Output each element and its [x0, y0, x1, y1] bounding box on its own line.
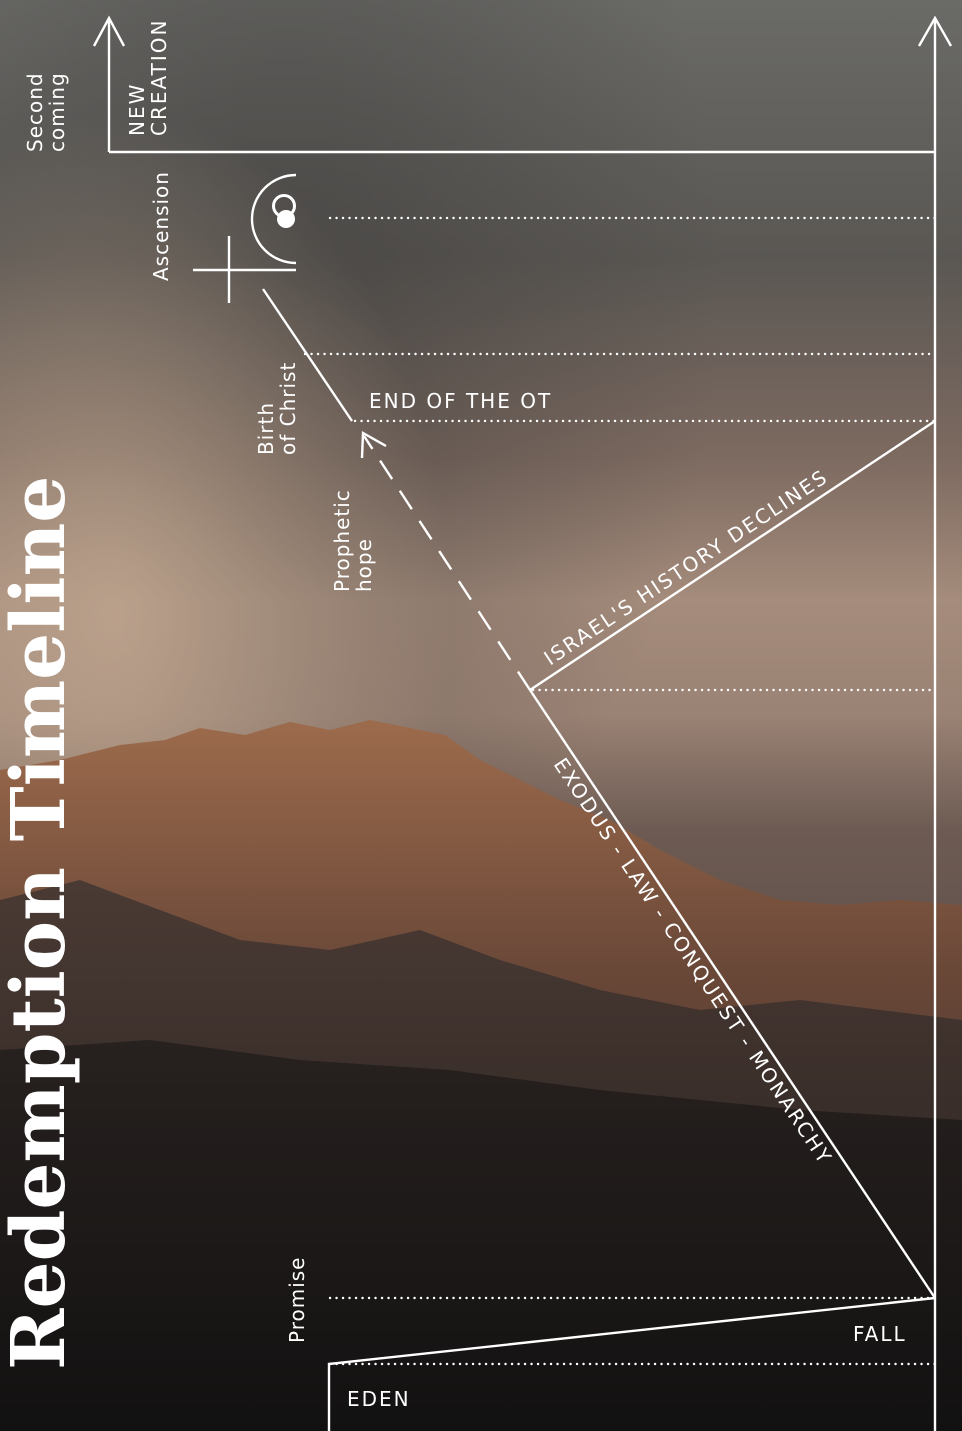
ascension-label: Ascension [149, 171, 173, 281]
birth-of-christ-label: Birth of Christ [254, 362, 300, 455]
prophetic-hope-label: Prophetic hope [330, 482, 376, 592]
exodus-path-line [529, 689, 936, 1299]
eden-label: EDEN [347, 1387, 411, 1411]
israel-decline-label: ISRAEL'S HISTORY DECLINES [539, 464, 832, 670]
cross-icon [193, 236, 296, 303]
arrow-up-icon [92, 15, 126, 47]
arrow-up-icon [917, 15, 953, 47]
fall-line [327, 1296, 936, 1431]
ascension-icon [250, 173, 297, 265]
page-title: Redemption Timeline [0, 476, 82, 1370]
christ-line [262, 288, 353, 422]
end-of-ot-label: END OF THE OT [369, 389, 552, 413]
fall-label: FALL [853, 1322, 907, 1346]
promise-label: Promise [285, 1257, 309, 1344]
arrow-head-icon [360, 430, 387, 459]
israel-decline-line [529, 420, 936, 691]
second-coming-label: Second coming [23, 65, 69, 152]
new-creation-label: NEW CREATION [125, 19, 171, 136]
prophetic-hope-arrow [362, 435, 532, 691]
exodus-path-label: EXODUS - LAW - CONQUEST - MONARCHY [549, 753, 837, 1169]
